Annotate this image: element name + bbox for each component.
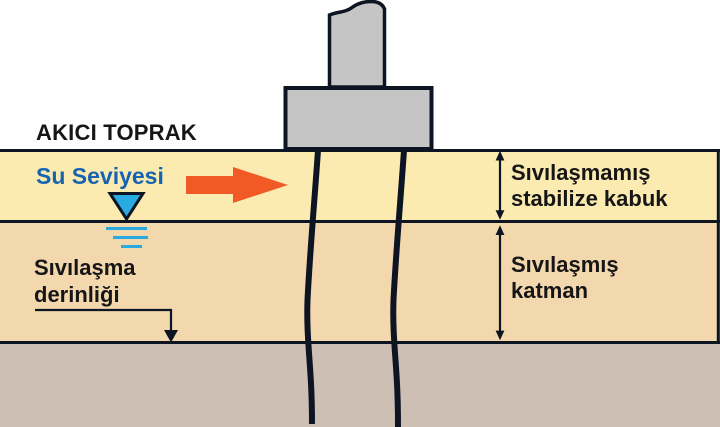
flow-arrow-icon: [186, 167, 288, 203]
pile-left: [304, 149, 321, 425]
crust-label: Sıvılaşmamış stabilize kabuk: [511, 160, 668, 211]
liquefaction-depth-label: Sıvılaşma derinliği: [34, 255, 136, 307]
foundation-footing: [283, 86, 434, 151]
vertical-extent-arrow-icon: [495, 150, 505, 220]
vertical-extent-arrow-icon: [495, 225, 505, 341]
liquefied-layer: [0, 221, 720, 342]
pile-right: [390, 149, 407, 427]
depth-arrowhead-icon: [164, 330, 178, 343]
liquefied-layer-label: Sıvılaşmış katman: [511, 252, 619, 303]
base-layer: [0, 342, 720, 427]
page-title: AKICI TOPRAK: [36, 120, 197, 145]
water-level-label: Su Seviyesi: [36, 163, 164, 189]
depth-down-arrow-icon: [35, 308, 173, 331]
water-table-icon: [107, 192, 146, 222]
column: [327, 0, 387, 89]
